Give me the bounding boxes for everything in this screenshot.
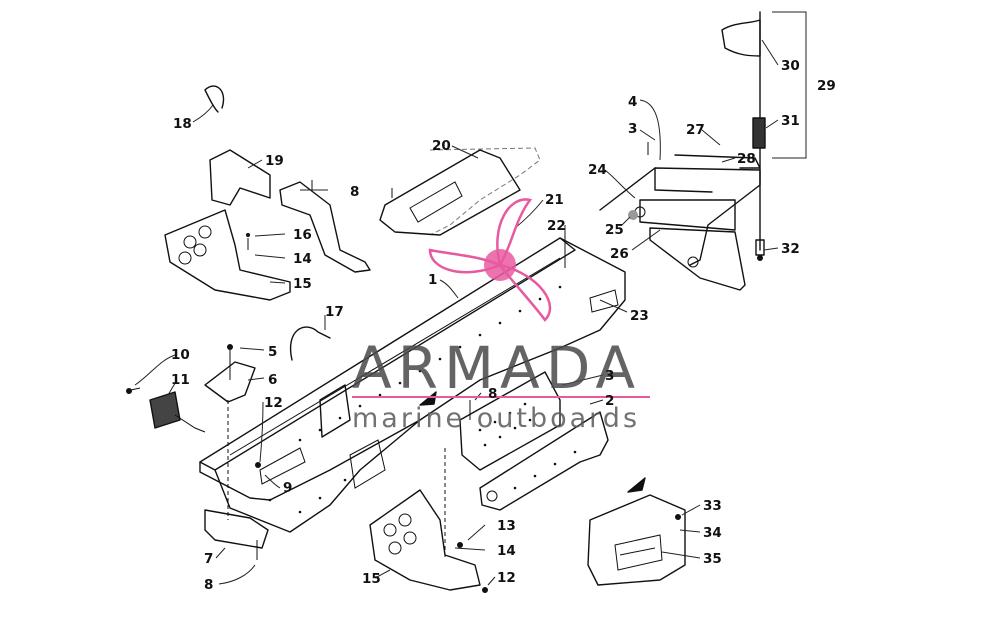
callout-label: 11 [171,372,190,388]
callout-label: 20 [432,138,451,154]
propeller-logo [428,198,552,322]
callout-label: 23 [630,308,649,324]
callout-label: 33 [703,498,722,514]
callout-label: 3 [605,368,614,384]
callout-label: 8 [204,577,213,593]
clamp-part [204,85,225,113]
callout-label: 18 [173,116,192,132]
cable-part [289,326,331,361]
callout-label: 9 [283,480,292,496]
callout-label: 29 [817,78,836,94]
left-plate-part [164,209,291,301]
callout-label: 10 [171,347,190,363]
callout-label: 32 [781,241,800,257]
callout-label: 6 [268,372,277,388]
callout-label: 24 [588,162,607,178]
callout-label: 7 [204,551,213,567]
leader-lines [134,11,807,586]
callout-label: 4 [628,94,637,110]
callout-label: 17 [325,304,344,320]
flag-pole-part [721,11,766,256]
watermark-rule [352,396,650,398]
callout-label: 27 [686,122,705,138]
callout-label: 1 [428,272,437,288]
watermark: ARMADA marine outboards [352,198,650,434]
watermark-subtitle: marine outboards [352,403,640,434]
callout-label: 31 [781,113,800,129]
callout-label: 28 [737,151,756,167]
hardware-part [126,142,763,593]
callout-label: 26 [610,246,629,262]
callout-label: 12 [264,395,283,411]
callout-label: 19 [265,153,284,169]
callout-label: 35 [703,551,722,567]
callout-label: 15 [293,276,312,292]
callout-labels: 1 2 3 3 4 5 6 7 8 8 8 9 10 11 12 12 13 1… [171,58,836,593]
side-rail-part [479,411,609,511]
upper-bracket-part [379,147,541,236]
callout-label: 8 [350,184,359,200]
center-plate-part [459,371,561,471]
callout-label: 5 [268,344,277,360]
module-part [149,391,206,433]
callout-label: 14 [497,543,516,559]
callout-label: 15 [362,571,381,587]
steering-bracket-part [209,149,371,273]
bracket-7-part [204,509,269,549]
watermark-title: ARMADA [352,334,641,402]
lower-plate-part [369,489,481,591]
callout-label: 16 [293,227,312,243]
callout-label: 13 [497,518,516,534]
callout-label: 21 [545,192,564,208]
callout-label: 34 [703,525,722,541]
right-cover-part [587,494,686,586]
callout-label: 2 [605,393,614,409]
callout-label: 30 [781,58,800,74]
callout-label: 8 [488,386,497,402]
callout-label: 14 [293,251,312,267]
callout-label: 3 [628,121,637,137]
callout-label: 12 [497,570,516,586]
callout-label: 22 [547,218,566,234]
callout-label: 25 [605,222,624,238]
